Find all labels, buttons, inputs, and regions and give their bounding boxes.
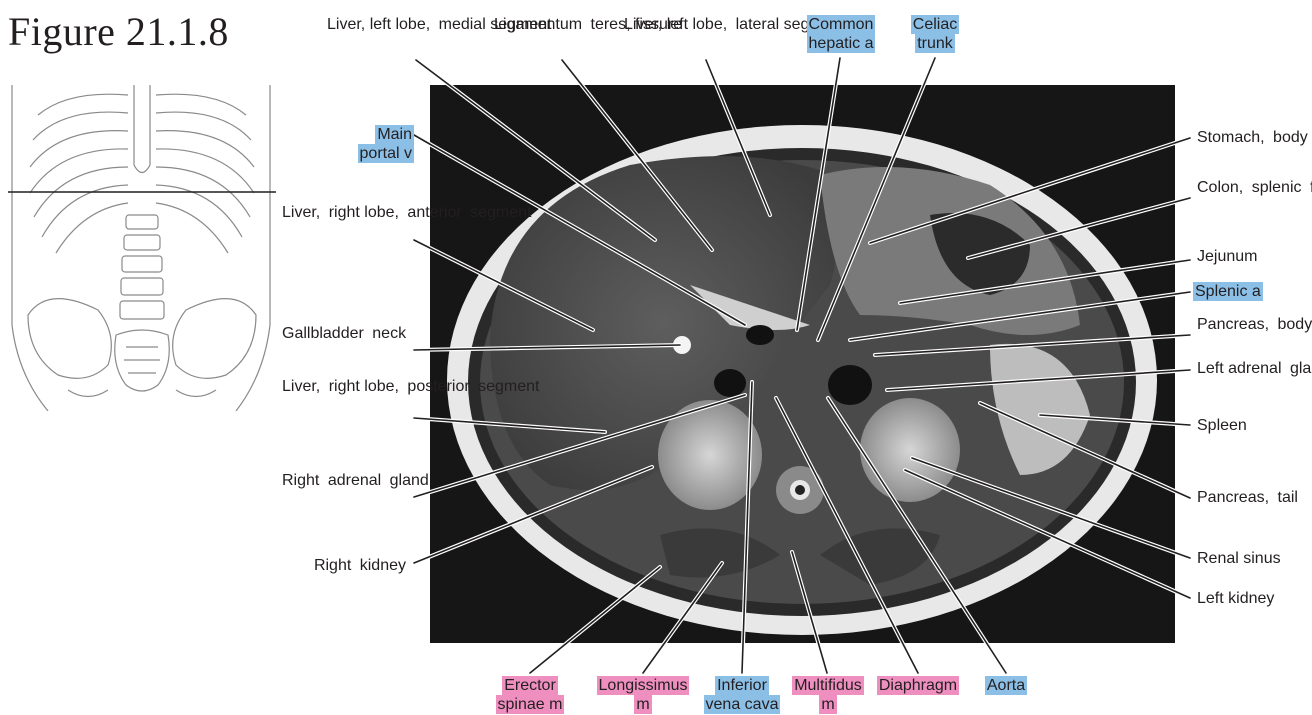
label-pancreas-body: Pancreas, body — [1195, 315, 1305, 334]
label-diaphragm: Diaphragm — [868, 676, 968, 695]
label-inferior-vena-cava: Inferior vena cava — [692, 676, 792, 714]
mri-axial-scan — [430, 85, 1175, 643]
label-jejunum: Jejunum — [1195, 247, 1305, 266]
label-celiac-trunk: Celiac trunk — [905, 15, 965, 53]
label-aorta: Aorta — [968, 676, 1044, 695]
label-main-portal-vein: Main portal v — [300, 125, 414, 163]
label-renal-sinus: Renal sinus — [1195, 549, 1307, 568]
label-liver-right-anterior: Liver, right lobe, anterior segment — [280, 203, 408, 222]
label-stomach-body: Stomach, body — [1195, 128, 1305, 147]
torso-orientation-diagram — [8, 85, 276, 411]
label-splenic-artery: Splenic a — [1193, 282, 1303, 301]
label-liver-left-lateral: Liver, left lobe, lateral segment — [622, 15, 792, 34]
label-spleen: Spleen — [1195, 416, 1305, 435]
label-pancreas-tail: Pancreas, tail — [1195, 488, 1305, 507]
label-left-kidney: Left kidney — [1195, 589, 1307, 608]
label-ligamentum-teres: Ligamentum teres, fissure — [492, 15, 632, 34]
label-liver-right-posterior: Liver, right lobe, posterior segment — [280, 377, 408, 396]
label-colon-splenic-flexure: Colon, splenic flexure — [1195, 178, 1305, 197]
label-liver-left-medial: Liver, left lobe, medial segment — [325, 15, 505, 34]
label-left-adrenal-gland: Left adrenal gland — [1195, 359, 1310, 378]
figure-title: Figure 21.1.8 — [8, 8, 229, 55]
label-multifidus-muscle: Multifidus m — [782, 676, 874, 714]
label-erector-spinae-muscle: Erector spinae m — [480, 676, 580, 714]
label-right-adrenal-gland: Right adrenal gland — [280, 471, 408, 490]
label-gallbladder-neck: Gallbladder neck — [280, 324, 408, 343]
label-right-kidney: Right kidney — [280, 556, 408, 575]
label-common-hepatic-artery: Common hepatic a — [795, 15, 887, 53]
label-longissimus-muscle: Longissimus m — [585, 676, 701, 714]
